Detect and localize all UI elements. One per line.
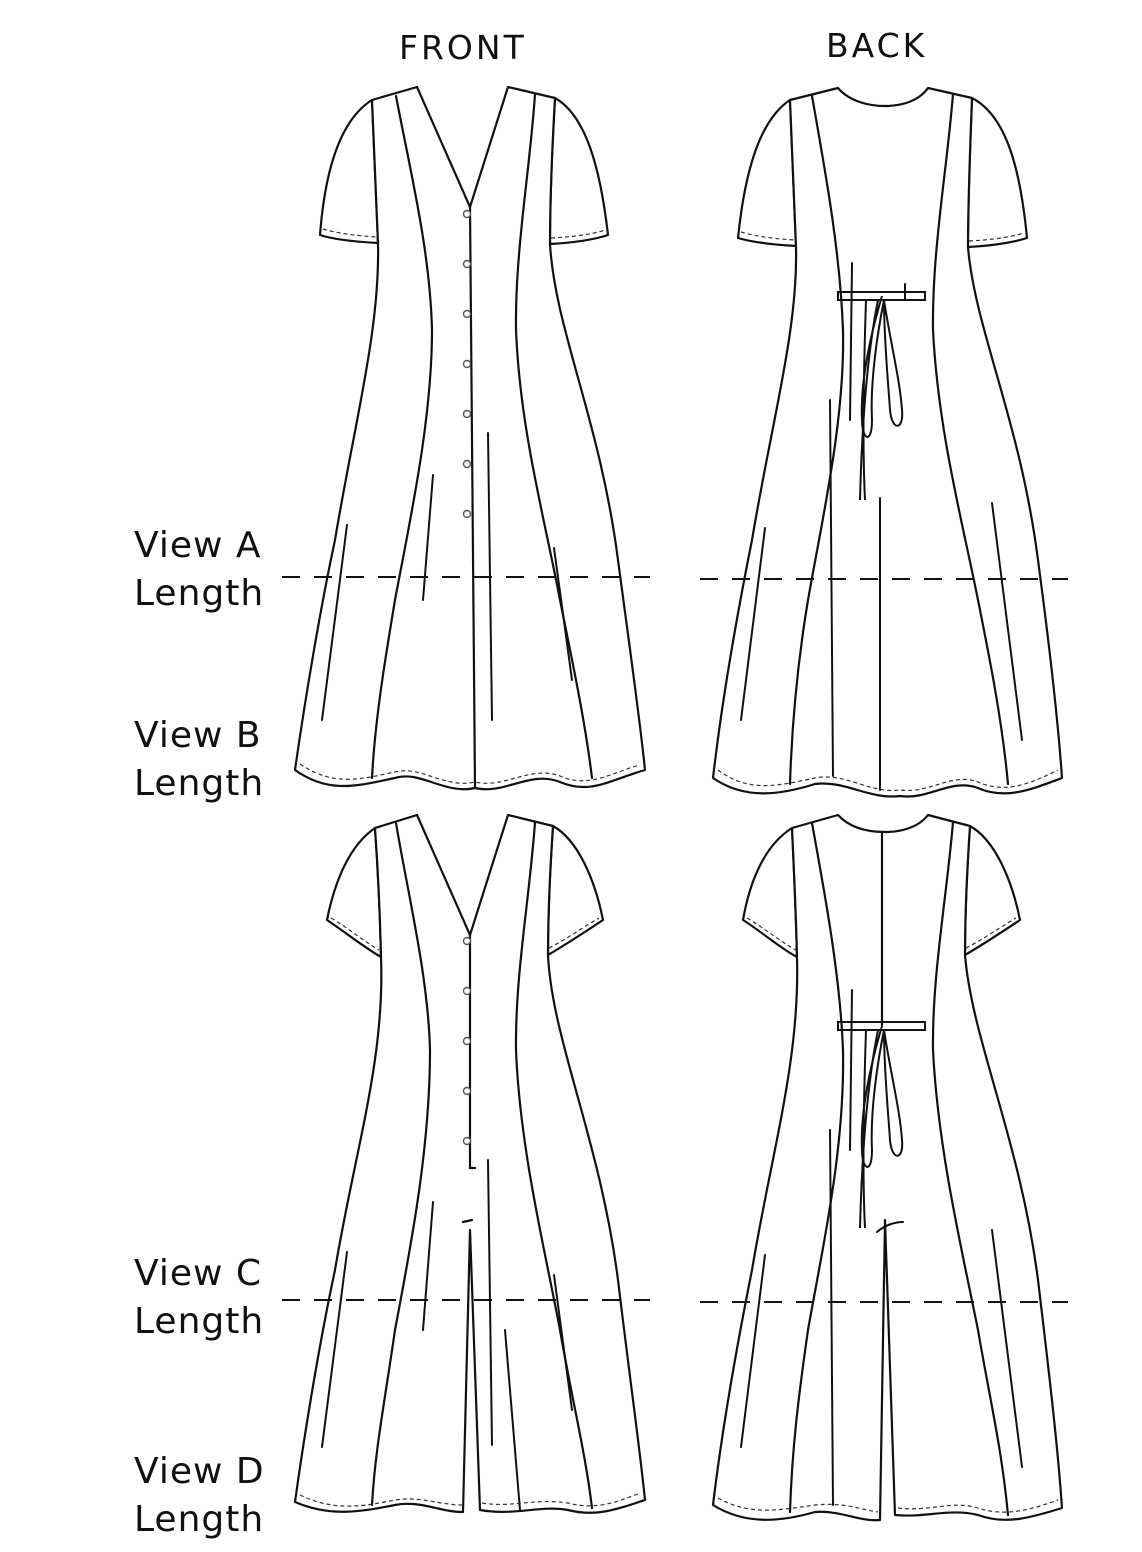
dress-back-tie — [837, 291, 926, 501]
jumpsuit-back-left-sleeve — [741, 826, 799, 959]
jumpsuit-back-drawing — [711, 813, 1064, 1522]
view-d-suffix: Length — [134, 1499, 265, 1540]
jumpsuit-front-left-sleeve — [325, 826, 383, 959]
jumpsuit-back-right-sleeve — [963, 824, 1022, 957]
jumpsuit-front-drawing — [293, 813, 647, 1514]
view-d-name: View D — [134, 1451, 265, 1492]
view-c-length-label: View C Length — [134, 1250, 264, 1346]
dress-back-right-sleeve — [966, 96, 1029, 249]
jumpsuit-front-right-sleeve — [546, 824, 605, 957]
jumpsuit-front-buttons — [462, 936, 472, 1146]
view-a-suffix: Length — [134, 573, 265, 614]
front-heading: FRONT — [399, 28, 527, 67]
dress-back-drawing — [711, 86, 1064, 798]
jumpsuit-back-tie — [837, 1021, 926, 1229]
view-d-length-label: View D Length — [134, 1448, 265, 1544]
view-a-name: View A — [134, 525, 262, 566]
view-c-suffix: Length — [134, 1301, 265, 1342]
view-b-name: View B — [134, 715, 262, 756]
view-c-name: View C — [134, 1253, 263, 1294]
dress-back-left-sleeve — [736, 98, 798, 248]
dress-front-body — [293, 85, 647, 791]
dress-front-left-sleeve — [318, 98, 380, 245]
dress-back-body — [711, 86, 1064, 798]
dress-front-drawing — [293, 85, 647, 791]
view-a-length-label: View A Length — [134, 522, 264, 618]
dress-front-right-sleeve — [548, 96, 610, 246]
view-b-suffix: Length — [134, 763, 265, 804]
back-heading: BACK — [826, 26, 928, 65]
jumpsuit-back-body — [711, 813, 1064, 1522]
dress-front-buttons — [462, 209, 472, 519]
view-b-length-label: View B Length — [134, 712, 264, 808]
